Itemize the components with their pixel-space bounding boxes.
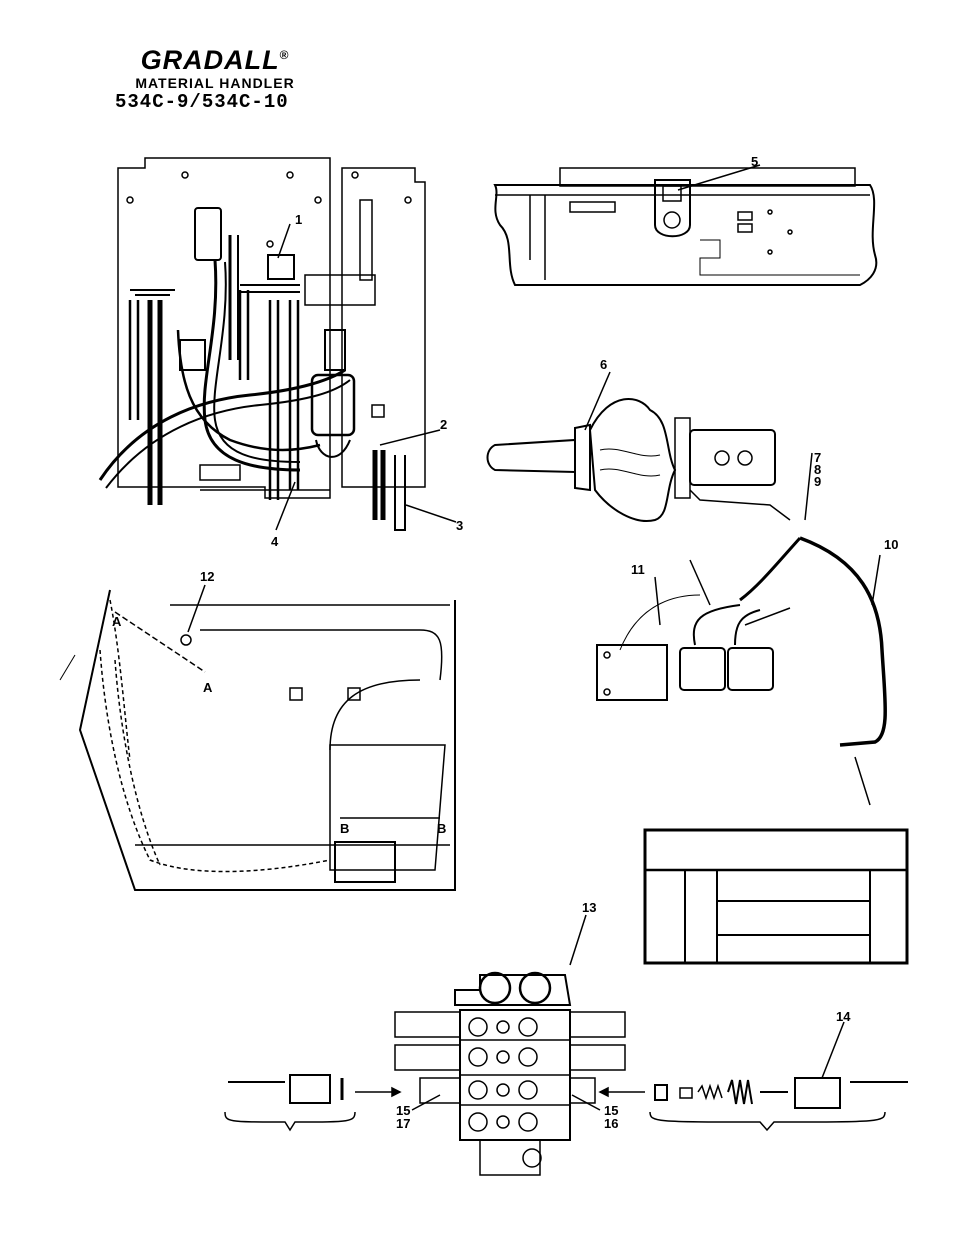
callout-2: 2 [440,417,447,432]
callout-8: 8 [814,462,821,477]
section-mark-a-top: A [112,614,122,629]
callout-1: 1 [295,212,302,227]
frame-side-view [493,164,878,286]
callout-13: 13 [582,900,596,915]
registered-mark: ® [279,48,290,62]
reference-table [643,828,909,965]
callout-5: 5 [751,154,758,169]
callout-4: 4 [271,534,279,549]
valve-panel-view [98,157,457,531]
cab-view [59,584,456,891]
callout-6: 6 [600,357,607,372]
callout-10: 10 [884,537,898,552]
callout-labels: 1 2 3 4 5 6 7 8 9 10 11 12 13 14 15 17 1… [112,154,898,1131]
control-valve-view [224,914,908,1176]
callout-12: 12 [200,569,214,584]
brand-logo: GRADALL® [140,45,290,75]
callout-3: 3 [456,518,463,533]
callout-9: 9 [814,474,821,489]
callout-17: 17 [396,1116,410,1131]
callout-7: 7 [814,450,821,465]
joystick-view [486,371,888,806]
section-mark-a-bottom: A [203,680,213,695]
brand-header: GRADALL® MATERIAL HANDLER 534C-9/534C-10 [110,40,320,113]
callout-14: 14 [836,1009,851,1024]
callout-15-left: 15 [396,1103,410,1118]
callout-15-right: 15 [604,1103,618,1118]
callout-16: 16 [604,1116,618,1131]
brand-model: 534C-9/534C-10 [115,91,289,113]
callout-11: 11 [631,562,645,577]
brand-subtitle: MATERIAL HANDLER [135,75,295,91]
section-mark-b-right: B [437,821,446,836]
section-mark-b-left: B [340,821,349,836]
